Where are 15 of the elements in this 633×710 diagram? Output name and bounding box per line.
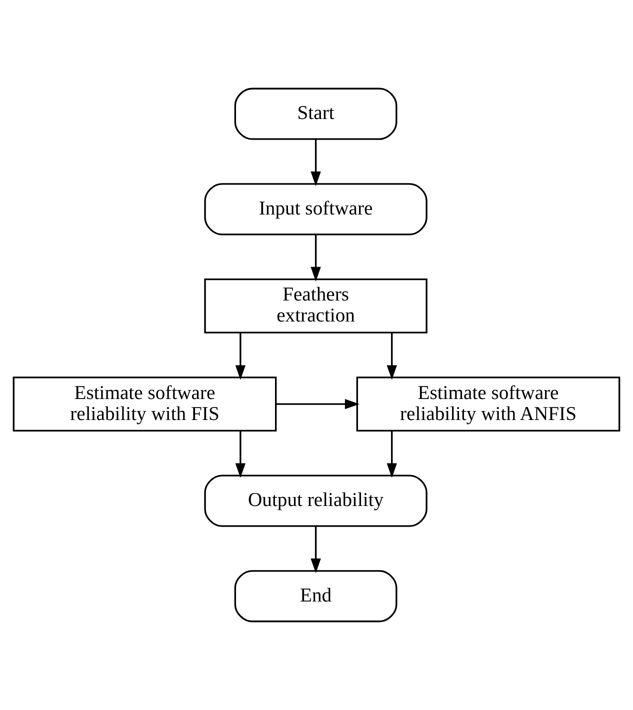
arrow: [386, 431, 397, 478]
arrow: [276, 398, 360, 410]
arrow: [235, 431, 246, 478]
arrow: [310, 234, 321, 282]
arrow: [235, 332, 246, 380]
node-box: Output reliability: [204, 474, 428, 527]
arrow: [310, 139, 321, 186]
node-box: Estimate software reliability with ANFIS: [356, 376, 620, 432]
node-box: Input software: [204, 183, 428, 236]
node-box: End: [234, 570, 398, 622]
node-box: Estimate software reliability with FIS: [12, 376, 277, 432]
arrow: [310, 526, 321, 574]
arrow: [386, 332, 397, 380]
node-box: Start: [234, 88, 398, 140]
node-box: Feathers extraction: [204, 278, 428, 334]
